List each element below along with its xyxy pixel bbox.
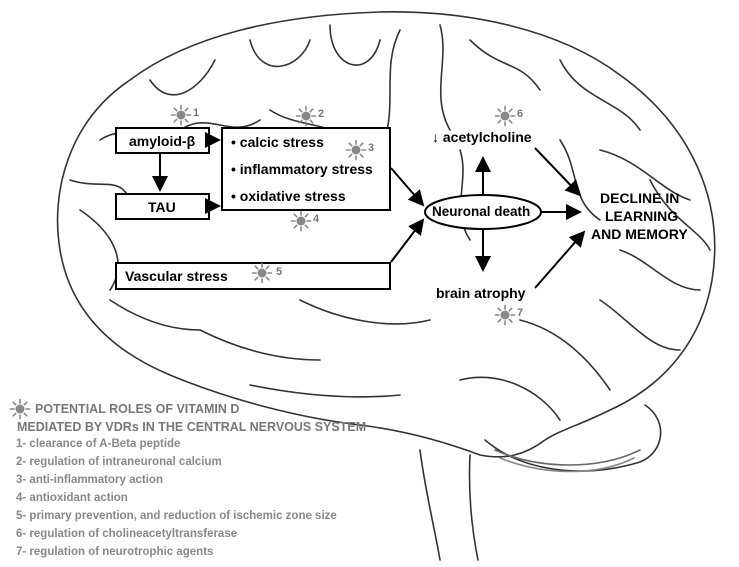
stress-box: • calcic stress • inflammatory stress • … bbox=[221, 127, 391, 211]
arrow-atrophy-to-decline bbox=[534, 230, 586, 289]
sun-icon-legend bbox=[9, 398, 31, 420]
tau-box: TAU bbox=[115, 193, 210, 220]
arrow-acetylcholine-to-decline bbox=[534, 147, 582, 197]
tau-label: TAU bbox=[148, 199, 176, 215]
legend-title-line-2: MEDIATED BY VDRs IN THE CENTRAL NERVOUS … bbox=[17, 420, 367, 434]
decline-line-2: LEARNING bbox=[605, 208, 679, 224]
marker-label-2: 2 bbox=[318, 108, 325, 120]
amyloid-beta-label: amyloid-β bbox=[129, 133, 196, 149]
oxidative-stress-label: • oxidative stress bbox=[231, 188, 346, 204]
brain-atrophy-label: brain atrophy bbox=[436, 285, 526, 301]
marker-label-7: 7 bbox=[517, 307, 524, 319]
marker-label-3: 3 bbox=[368, 142, 375, 154]
sun-icon-7 bbox=[494, 304, 516, 326]
sun-icon-1 bbox=[170, 104, 192, 126]
legend-item-5: 5- primary prevention, and reduction of … bbox=[16, 510, 337, 522]
marker-label-5: 5 bbox=[276, 266, 283, 278]
legend-item-3: 3- anti-inflammatory action bbox=[16, 474, 163, 486]
calcic-stress-label: • calcic stress bbox=[231, 134, 324, 150]
decline-line-3: AND MEMORY bbox=[591, 226, 688, 242]
amyloid-beta-box: amyloid-β bbox=[115, 127, 210, 154]
acetylcholine-label: ↓ acetylcholine bbox=[432, 129, 532, 145]
sun-icon-4 bbox=[290, 210, 312, 232]
vascular-stress-label: Vascular stress bbox=[125, 268, 228, 284]
sun-icon-3 bbox=[345, 139, 367, 161]
vascular-stress-box: Vascular stress bbox=[115, 262, 391, 290]
arrow-vascular-to-neuronal bbox=[390, 218, 425, 263]
sun-icon-5 bbox=[251, 262, 273, 284]
sun-icon-2 bbox=[295, 105, 317, 127]
marker-label-4: 4 bbox=[313, 213, 320, 225]
legend-title-line-1: POTENTIAL ROLES OF VITAMIN D bbox=[35, 402, 240, 416]
legend-item-1: 1- clearance of A-Beta peptide bbox=[16, 438, 181, 450]
decline-line-1: DECLINE IN bbox=[600, 190, 680, 206]
neuronal-death-label: Neuronal death bbox=[432, 204, 531, 219]
legend-item-7: 7- regulation of neurotrophic agents bbox=[16, 546, 214, 558]
marker-label-1: 1 bbox=[193, 107, 200, 119]
legend-item-4: 4- antioxidant action bbox=[16, 492, 128, 504]
legend-item-6: 6- regulation of cholineacetyltransferas… bbox=[16, 528, 238, 540]
inflammatory-stress-label: • inflammatory stress bbox=[231, 161, 373, 177]
marker-label-6: 6 bbox=[517, 108, 524, 120]
arrow-stress-to-neuronal bbox=[390, 167, 425, 207]
sun-icon-6 bbox=[494, 105, 516, 127]
legend-item-2: 2- regulation of intraneuronal calcium bbox=[16, 456, 222, 468]
